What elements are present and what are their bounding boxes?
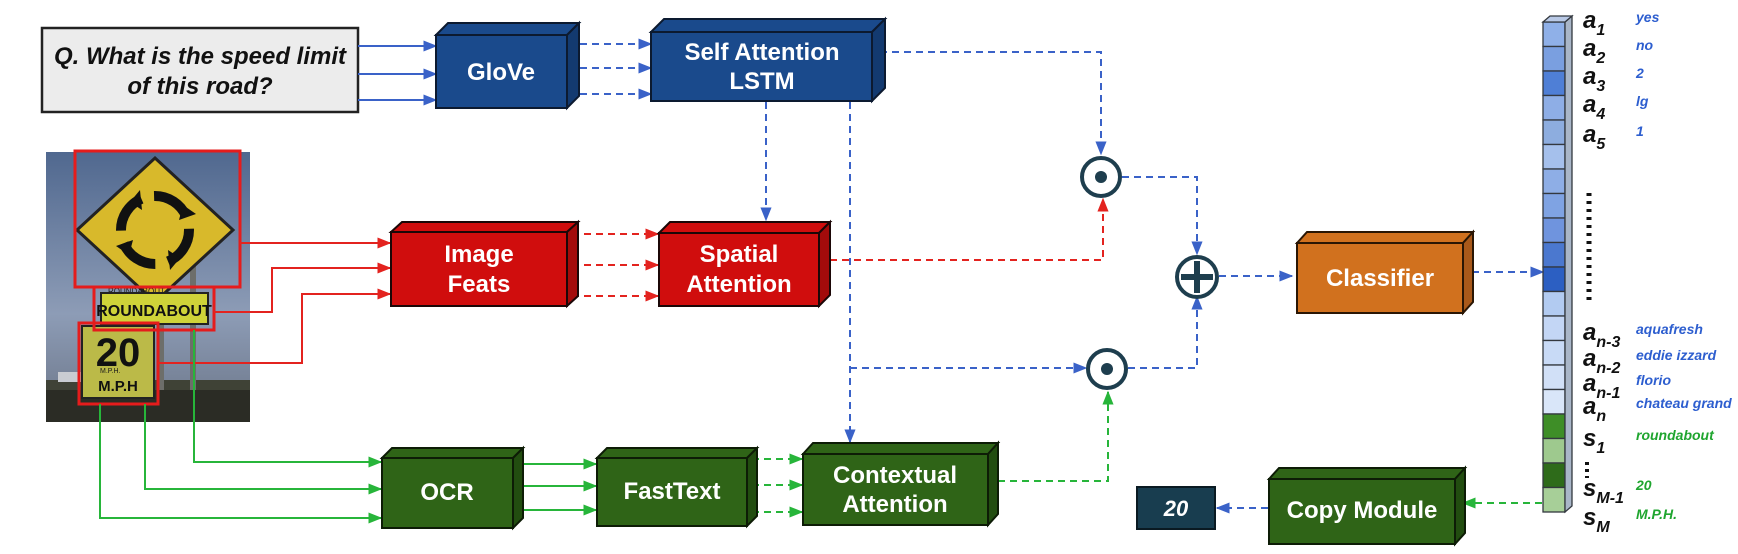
answer-symbol: an-1 [1583, 370, 1620, 402]
elementwise-product-top [1080, 156, 1122, 198]
spatial-label: Spatial [700, 241, 779, 268]
classifier-block: Classifier [1294, 229, 1476, 316]
vector-cell [1542, 143, 1566, 170]
vector-cell [1542, 192, 1566, 219]
self-attention-lstm-block: Self Attention LSTM [648, 16, 888, 104]
token-word: roundabout [1636, 427, 1715, 443]
vector-cell [1542, 217, 1566, 244]
spatial-attention-block: Spatial Attention [656, 219, 833, 309]
vector-cell [1542, 168, 1566, 195]
token-symbol: sM-1 [1583, 475, 1624, 507]
vector-cell [1542, 437, 1566, 464]
vector-cell [1542, 45, 1566, 72]
ocr-block: OCR [379, 445, 526, 531]
roundabout-plaque: ROUNDABOUT ROUNDABOUT [96, 287, 212, 325]
image-feats-block: Image Feats [388, 219, 581, 309]
sum-operator [1175, 255, 1219, 299]
answer-word: yes [1635, 9, 1660, 25]
svg-text:ROUNDABOUT: ROUNDABOUT [96, 303, 212, 320]
question-line-1: Q. What is the speed limit [54, 43, 347, 70]
answer-word: chateau grand [1636, 395, 1732, 411]
vector-side [1564, 14, 1573, 514]
attention-label: Attention [686, 271, 791, 298]
token-word: 20 [1635, 477, 1652, 493]
connections [99, 38, 1545, 524]
copy-module-label: Copy Module [1287, 497, 1438, 524]
vector-cell [1542, 70, 1566, 97]
answer-word: lg [1636, 93, 1649, 109]
vector-cell [1542, 462, 1566, 489]
svg-text:20: 20 [96, 331, 141, 375]
answer-symbol: a1 [1583, 7, 1605, 39]
answer-word: no [1636, 37, 1654, 53]
contextual-attention-label: Attention [842, 491, 947, 518]
answer-vector [1541, 14, 1574, 514]
copy-module-block: Copy Module [1266, 465, 1468, 547]
answer-symbol: an [1583, 393, 1606, 425]
answer-symbol: a5 [1583, 121, 1606, 153]
answer-symbol: an-3 [1583, 319, 1620, 351]
speed-limit-plaque: 20 M.P.H. M.P.H [81, 325, 155, 399]
answer-symbol: a3 [1583, 63, 1605, 95]
answer-word: eddie izzard [1636, 347, 1717, 363]
vector-cell [1542, 388, 1566, 415]
vector-cell [1542, 119, 1566, 146]
elementwise-product-bottom [1086, 348, 1128, 390]
answer-labels: a1 yes a2 no a3 2 a4 lg a5 1 an-3 aquafresh an-2 eddi… [1583, 7, 1732, 536]
vector-cell [1542, 486, 1566, 513]
answer-word: 1 [1636, 123, 1644, 139]
contextual-attention-block: Contextual Attention [800, 440, 1001, 528]
svg-text:ROUNDABOUT: ROUNDABOUT [108, 287, 165, 296]
token-symbol: s1 [1583, 425, 1605, 457]
vector-top [1541, 15, 1574, 23]
image-label: Image [444, 241, 513, 268]
token-symbol: sM [1583, 504, 1610, 536]
self-attention-label: Self Attention [684, 39, 839, 66]
vector-cell [1542, 241, 1566, 268]
output-box: 20 [1136, 486, 1216, 530]
answer-symbol: a2 [1583, 35, 1605, 67]
lstm-label: LSTM [729, 68, 794, 95]
fasttext-block: FastText [594, 445, 760, 529]
fasttext-label: FastText [624, 478, 721, 505]
answer-word: aquafresh [1636, 321, 1703, 337]
contextual-label: Contextual [833, 462, 957, 489]
svg-text:M.P.H: M.P.H [98, 378, 138, 395]
vector-cell [1542, 364, 1566, 391]
vector-cell [1542, 413, 1566, 440]
answer-word: florio [1636, 372, 1671, 388]
question-line-2: of this road? [127, 73, 273, 100]
output-value: 20 [1163, 496, 1189, 521]
vertical-dots [1585, 193, 1592, 478]
vector-cell [1542, 266, 1566, 293]
answer-symbol: a4 [1583, 91, 1605, 123]
feats-label: Feats [448, 271, 511, 298]
answer-word: 2 [1635, 65, 1644, 81]
vector-cell [1542, 315, 1566, 342]
glove-block: GloVe [433, 20, 582, 111]
answer-symbol: an-2 [1583, 345, 1620, 377]
glove-label: GloVe [467, 59, 535, 86]
vector-cell [1542, 290, 1566, 317]
classifier-label: Classifier [1326, 265, 1434, 292]
question-box: Q. What is the speed limit of this road? [40, 26, 360, 114]
svg-text:M.P.H.: M.P.H. [100, 368, 121, 375]
vector-cell [1542, 21, 1566, 48]
vector-cell [1542, 339, 1566, 366]
road-sign-image: ROUNDABOUT ROUNDABOUT 20 M.P.H. M.P.H [46, 149, 250, 422]
detection-box-roundabout [92, 285, 216, 332]
vector-cell [1542, 94, 1566, 121]
token-word: M.P.H. [1636, 506, 1677, 522]
ocr-label: OCR [420, 479, 473, 506]
